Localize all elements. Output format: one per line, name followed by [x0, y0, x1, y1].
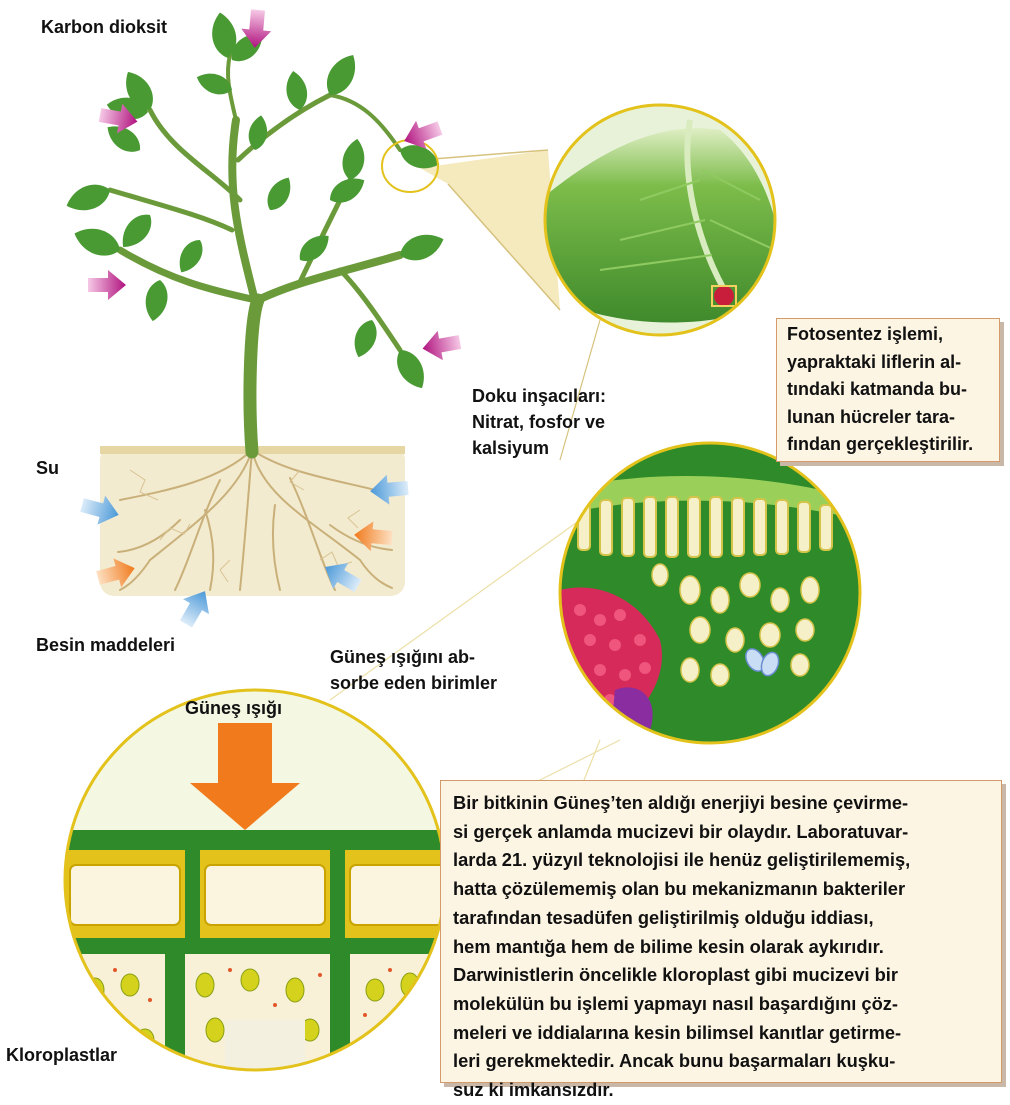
chloroplast-zoom-circle	[60, 690, 460, 1084]
label-water: Su	[36, 456, 59, 480]
label-sunlight: Güneş ışığı	[185, 696, 282, 720]
label-light-absorbing-units: Güneş ışığını ab- sorbe eden birimler	[330, 644, 497, 696]
label-chloroplasts: Kloroplastlar	[6, 1043, 117, 1067]
label-tissue-builders: Doku inşacıları: Nitrat, fosfor ve kalsi…	[472, 383, 606, 461]
main-explanation-note: Bir bitkinin Güneş’ten aldığı enerjiyi b…	[440, 780, 1002, 1083]
soil-block	[100, 446, 405, 596]
photosynthesis-note: Fotosentez işlemi, yapraktaki liflerin a…	[776, 318, 1000, 462]
label-carbon-dioxide: Karbon dioksit	[41, 15, 167, 39]
leaf-cross-section-circle	[560, 440, 860, 750]
label-nutrients: Besin maddeleri	[36, 633, 175, 657]
leaf-zoom-circle	[540, 105, 782, 335]
plant	[63, 10, 448, 452]
